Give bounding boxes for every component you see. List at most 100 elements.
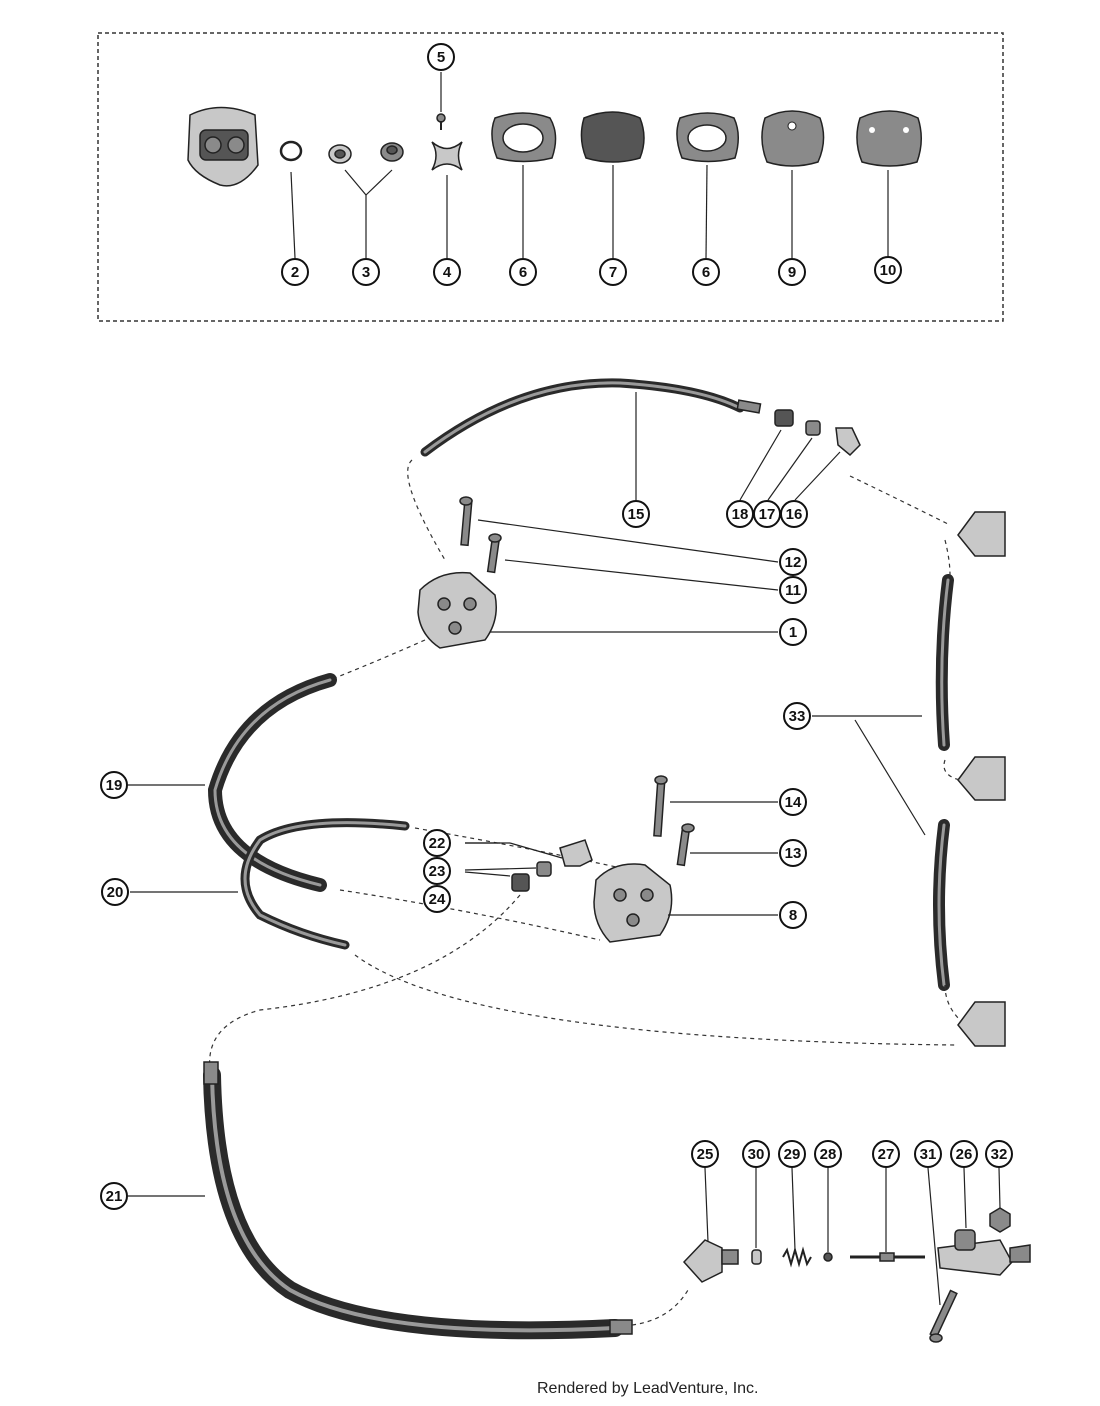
screw-31 [929, 1289, 958, 1343]
callout-17: 17 [753, 500, 781, 528]
svg-text:22: 22 [429, 835, 446, 852]
fitting-24 [511, 873, 530, 892]
svg-text:24: 24 [429, 891, 446, 908]
callout-27: 27 [872, 1140, 900, 1168]
connector-top [957, 511, 1006, 557]
svg-text:29: 29 [784, 1146, 801, 1163]
hose-33-upper [935, 574, 954, 751]
callout-29: 29 [778, 1140, 806, 1168]
callout-11: 11 [779, 576, 807, 604]
spring-29 [782, 1246, 812, 1268]
svg-text:3: 3 [362, 264, 370, 281]
rod-27 [850, 1252, 925, 1262]
callout-31: 31 [914, 1140, 942, 1168]
callout-5: 5 [427, 43, 455, 71]
callout-13: 13 [779, 839, 807, 867]
callout-20: 20 [101, 878, 129, 906]
callout-30: 30 [742, 1140, 770, 1168]
elbow-fitting-22 [559, 839, 593, 867]
callout-25: 25 [691, 1140, 719, 1168]
callout-12: 12 [779, 548, 807, 576]
callout-16: 16 [780, 500, 808, 528]
svg-text:25: 25 [697, 1146, 714, 1163]
svg-text:26: 26 [956, 1146, 973, 1163]
svg-text:20: 20 [107, 884, 124, 901]
svg-text:2: 2 [291, 264, 299, 281]
callout-2: 2 [281, 258, 309, 286]
o-ring-part [279, 140, 303, 162]
callout-6b: 6 [692, 258, 720, 286]
credit-text: Rendered by LeadVenture, Inc. [537, 1380, 759, 1397]
svg-text:27: 27 [878, 1146, 895, 1163]
elbow-fitting-16 [835, 427, 861, 457]
svg-text:19: 19 [106, 777, 123, 794]
hose-20 [240, 818, 410, 950]
callout-32: 32 [985, 1140, 1013, 1168]
ball-28 [823, 1252, 833, 1262]
svg-text:12: 12 [785, 554, 802, 571]
svg-text:9: 9 [788, 264, 796, 281]
screw-14 [653, 775, 668, 837]
fitting-18 [774, 409, 794, 427]
callout-28: 28 [814, 1140, 842, 1168]
svg-text:33: 33 [789, 708, 806, 725]
svg-text:5: 5 [437, 49, 445, 66]
screw-13 [676, 823, 695, 867]
callout-10: 10 [874, 256, 902, 284]
callout-23: 23 [423, 857, 451, 885]
callout-1: 1 [779, 618, 807, 646]
valve-part-b [380, 142, 404, 162]
hose-19 [207, 673, 337, 892]
callout-26: 26 [950, 1140, 978, 1168]
callout-8: 8 [779, 901, 807, 929]
callout-33: 33 [783, 702, 811, 730]
elbow-fitting-25 [682, 1239, 739, 1283]
gasket-part-b [676, 112, 739, 163]
svg-text:6: 6 [702, 264, 710, 281]
callout-14: 14 [779, 788, 807, 816]
pump-body-part [187, 106, 259, 187]
fuel-pump-8 [593, 863, 673, 943]
valve-body-26 [937, 1229, 1031, 1276]
callout-24: 24 [423, 885, 451, 913]
svg-text:18: 18 [732, 506, 749, 523]
svg-text:21: 21 [106, 1188, 123, 1205]
callout-22: 22 [423, 829, 451, 857]
connector-bottom [957, 1001, 1006, 1047]
fitting-17 [805, 420, 821, 436]
screw-12 [459, 496, 473, 547]
callout-19: 19 [100, 771, 128, 799]
callout-4: 4 [433, 258, 461, 286]
callout-6a: 6 [509, 258, 537, 286]
svg-text:6: 6 [519, 264, 527, 281]
svg-text:28: 28 [820, 1146, 837, 1163]
connector-mid [957, 756, 1006, 801]
callout-21: 21 [100, 1182, 128, 1210]
svg-text:31: 31 [920, 1146, 937, 1163]
svg-text:13: 13 [785, 845, 802, 862]
kit-box [97, 32, 1004, 322]
svg-text:32: 32 [991, 1146, 1008, 1163]
hose-21 [203, 1066, 624, 1340]
callout-18: 18 [726, 500, 754, 528]
svg-text:11: 11 [785, 582, 801, 599]
callout-9: 9 [778, 258, 806, 286]
retainer-part [431, 113, 463, 171]
gasket-part-a [491, 112, 557, 163]
fuel-hose-15 [420, 378, 745, 457]
svg-text:8: 8 [789, 907, 797, 924]
seat-30 [751, 1249, 762, 1265]
svg-text:7: 7 [609, 264, 617, 281]
fuel-pump-1 [417, 571, 497, 649]
callout-7: 7 [599, 258, 627, 286]
svg-text:4: 4 [443, 264, 452, 281]
pump-cover-part [856, 110, 922, 167]
svg-text:1: 1 [789, 624, 797, 641]
fitting-23 [536, 861, 552, 877]
svg-text:17: 17 [759, 506, 776, 523]
svg-text:14: 14 [785, 794, 802, 811]
hose-33-lower [933, 819, 950, 991]
diaphragm-part [580, 111, 645, 163]
valve-part-a [328, 144, 352, 164]
svg-text:23: 23 [429, 863, 446, 880]
